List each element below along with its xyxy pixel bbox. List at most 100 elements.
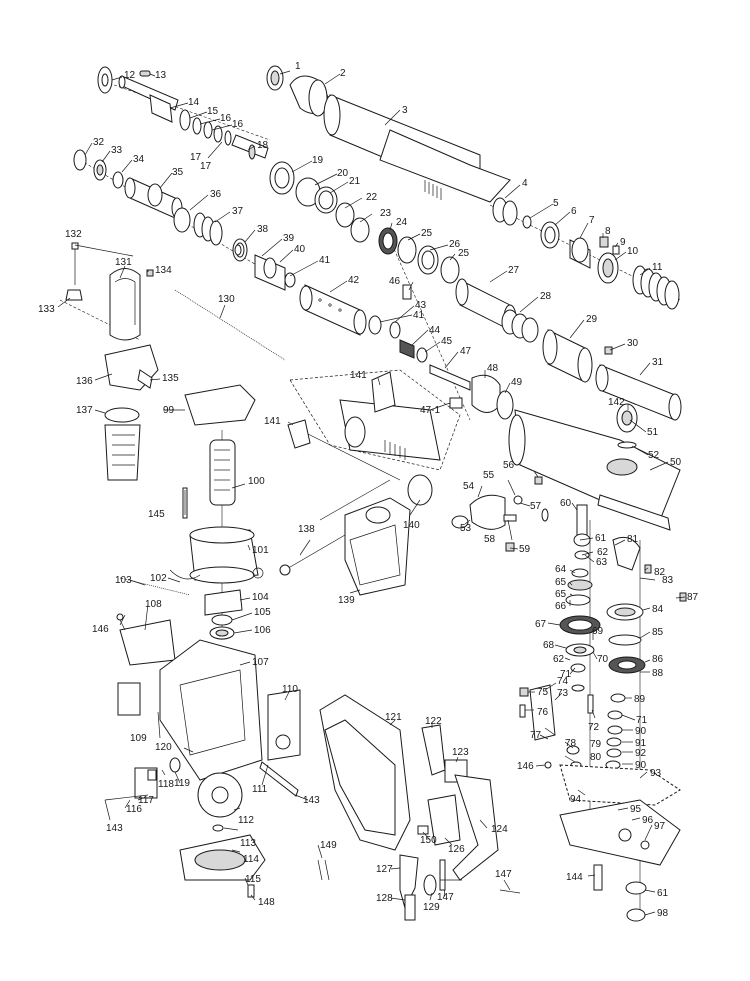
- part-label-85: 85: [652, 627, 664, 638]
- part-label-17: 17: [190, 152, 202, 163]
- part-label-97: 97: [654, 821, 666, 832]
- part-number-labels: 1 2 3 4 5 6 7 8 9 10 11 12 13 14 15 16 1…: [38, 61, 699, 919]
- part-group-screws: [104, 490, 552, 894]
- part-label-48: 48: [487, 363, 499, 374]
- part-label-128: 128: [376, 893, 393, 904]
- part-label-146b: 146: [517, 761, 534, 772]
- part-label-102: 102: [150, 573, 167, 584]
- part-label-18: 18: [257, 140, 269, 151]
- part-label-87: 87: [687, 592, 699, 603]
- part-label-51: 51: [647, 427, 659, 438]
- part-label-131: 131: [115, 257, 132, 268]
- part-label-74: 74: [557, 676, 569, 687]
- part-label-14: 14: [188, 97, 200, 108]
- part-label-8: 8: [605, 226, 611, 237]
- part-label-99: 99: [163, 405, 175, 416]
- part-label-16: 16: [220, 113, 232, 124]
- part-label-12: 12: [124, 70, 136, 81]
- part-label-42: 42: [348, 275, 360, 286]
- part-label-108: 108: [145, 599, 162, 610]
- part-label-67: 67: [535, 619, 547, 630]
- part-label-132: 132: [65, 229, 82, 240]
- part-label-26: 26: [449, 239, 461, 250]
- part-label-17: 17: [200, 161, 212, 172]
- part-label-121: 121: [385, 712, 402, 723]
- part-label-105: 105: [254, 607, 271, 618]
- part-label-46: 46: [389, 276, 401, 287]
- part-label-69: 69: [592, 626, 604, 637]
- part-label-136: 136: [76, 376, 93, 387]
- part-label-7: 7: [589, 215, 595, 226]
- part-label-80: 80: [590, 752, 602, 763]
- part-label-107: 107: [252, 657, 269, 668]
- part-label-119: 119: [174, 778, 190, 789]
- part-label-3: 3: [402, 105, 408, 116]
- part-group-motor: [119, 384, 264, 640]
- part-label-90: 90: [635, 726, 647, 737]
- part-label-72: 72: [588, 722, 600, 733]
- part-group-fan-base: [179, 772, 266, 898]
- part-label-81: 81: [627, 534, 639, 545]
- part-label-54: 54: [463, 481, 475, 492]
- part-label-62b: 62: [553, 654, 565, 665]
- leader-lines: [57, 70, 686, 916]
- part-label-21: 21: [349, 176, 361, 187]
- part-label-33: 33: [111, 145, 123, 156]
- part-label-110: 110: [282, 684, 298, 695]
- part-label-82: 82: [654, 567, 666, 578]
- part-label-63: 63: [596, 557, 608, 568]
- part-label-91: 91: [635, 738, 647, 749]
- part-label-43: 43: [415, 300, 427, 311]
- part-group-spindle-top: [97, 66, 269, 160]
- part-label-39: 39: [283, 233, 295, 244]
- part-label-45: 45: [441, 336, 453, 347]
- part-label-138: 138: [298, 524, 315, 535]
- part-label-139: 139: [338, 595, 355, 606]
- part-label-124: 124: [491, 824, 508, 835]
- vent-slots: [424, 180, 442, 200]
- part-label-145: 145: [148, 509, 165, 520]
- part-label-112: 112: [238, 815, 254, 826]
- part-label-116: 116: [126, 804, 142, 815]
- part-label-96: 96: [642, 815, 654, 826]
- vent-slots-lower: [384, 440, 406, 460]
- part-label-37: 37: [232, 206, 244, 217]
- part-label-10: 10: [627, 246, 639, 257]
- part-label-76: 76: [537, 707, 549, 718]
- part-label-144: 144: [566, 872, 583, 883]
- part-label-31: 31: [652, 357, 664, 368]
- part-label-60: 60: [560, 498, 572, 509]
- part-group-front-cap-barrel: [266, 65, 511, 203]
- part-label-59: 59: [519, 544, 531, 555]
- part-label-44: 44: [429, 325, 441, 336]
- part-label-41b: 41: [413, 310, 425, 321]
- part-label-79: 79: [590, 739, 602, 750]
- part-label-127: 127: [376, 864, 393, 875]
- part-label-24: 24: [396, 217, 408, 228]
- part-label-126: 126: [448, 844, 465, 855]
- part-label-140: 140: [403, 520, 420, 531]
- part-label-147: 147: [437, 892, 454, 903]
- part-label-73: 73: [557, 688, 569, 699]
- part-label-65b: 65: [555, 589, 567, 600]
- part-label-75: 75: [537, 687, 549, 698]
- part-group-rings: [232, 161, 460, 291]
- part-label-78: 78: [565, 738, 577, 749]
- part-label-66: 66: [555, 601, 567, 612]
- part-label-114: 114: [243, 854, 259, 865]
- part-label-95: 95: [630, 804, 642, 815]
- part-group-rear-handle: [319, 694, 499, 921]
- part-label-77: 77: [530, 730, 542, 741]
- part-label-56: 56: [503, 460, 515, 471]
- part-label-104: 104: [252, 592, 269, 603]
- part-label-101: 101: [252, 545, 269, 556]
- part-label-68: 68: [543, 640, 555, 651]
- part-label-137: 137: [76, 405, 93, 416]
- part-label-22: 22: [366, 192, 378, 203]
- part-group-motor-housing: [117, 619, 301, 799]
- part-label-147b: 147: [495, 869, 512, 880]
- part-group-impact-mechanism: [234, 244, 514, 420]
- part-label-118: 118: [158, 779, 174, 790]
